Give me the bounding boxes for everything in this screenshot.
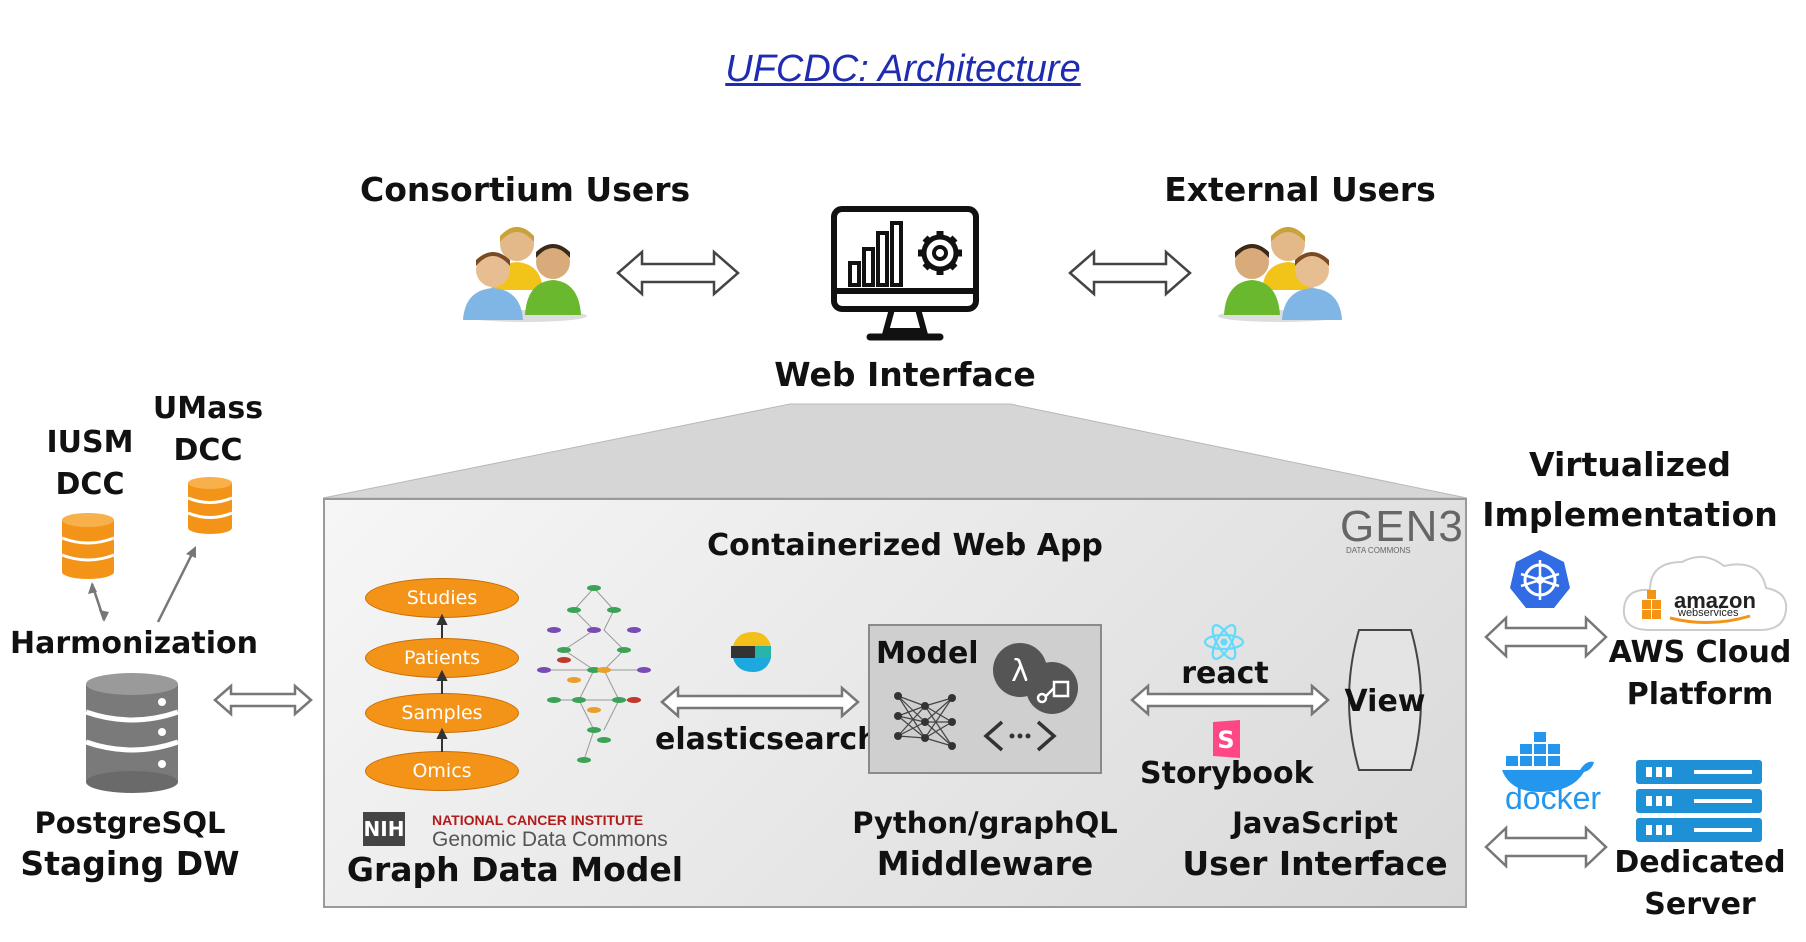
amazon-text: amazon — [1674, 588, 1756, 613]
panel-title: Containerized Web App — [707, 528, 1103, 563]
virtualized-server-arrow — [1484, 825, 1608, 869]
web-interface-label: Web Interface — [774, 355, 1036, 394]
aws-line2: Platform — [1626, 677, 1774, 712]
view-label: View — [1344, 684, 1426, 719]
aws-line1: AWS Cloud — [1608, 635, 1792, 670]
elasticsearch-label: elasticsearch — [655, 722, 879, 757]
elasticsearch-icon — [731, 632, 771, 672]
umass-dcc-label: UMass DCC — [148, 388, 268, 472]
svg-text:λ: λ — [1011, 654, 1029, 689]
lambda-step-icon: λ — [993, 643, 1078, 714]
postgres-label: PostgreSQL Staging DW — [10, 806, 250, 883]
aws-label: AWS Cloud Platform — [1600, 632, 1800, 716]
svg-text:S: S — [1217, 726, 1234, 754]
gen3-logo-text: GEN3 — [1340, 502, 1464, 551]
node-studies: Studies — [365, 578, 519, 618]
virtualized-label: Virtualized Implementation — [1480, 440, 1780, 540]
consortium-users-label: Consortium Users — [360, 170, 691, 209]
external-users-icon — [1218, 227, 1342, 322]
node-omics: Omics — [365, 751, 519, 791]
neural-network-icon — [894, 692, 956, 750]
iusm-dcc-label: IUSM DCC — [30, 422, 150, 506]
iusm-line1: IUSM — [46, 425, 134, 460]
docker-text: docker — [1504, 780, 1602, 816]
code-brackets-icon — [983, 720, 1057, 752]
umass-database-icon — [187, 477, 233, 534]
view-shape — [1348, 629, 1422, 771]
consortium-users-icon — [463, 227, 587, 322]
virtualized-aws-arrow — [1484, 615, 1608, 659]
middleware-line1: Python/graphQL — [852, 806, 1118, 840]
node-samples: Samples — [365, 693, 519, 733]
storybook-icon: S — [1213, 720, 1240, 758]
dcc-connectors — [88, 546, 196, 623]
monitor-icon — [831, 206, 979, 341]
webservices-text: webservices — [1678, 607, 1739, 619]
external-users-label: External Users — [1164, 170, 1436, 209]
consortium-web-arrow — [616, 249, 740, 297]
elasticsearch-model-arrow — [660, 685, 860, 719]
gen3-logo: GEN3 DATA COMMONS — [1340, 502, 1464, 555]
server-rack-icon — [1636, 760, 1762, 842]
nci-line2: Genomic Data Commons — [432, 828, 668, 851]
iusm-database-icon — [61, 513, 115, 579]
gen3-logo-subtext: DATA COMMONS — [1346, 546, 1411, 555]
diagram-title: UFCDC: Architecture — [725, 48, 1081, 90]
server-line1: Dedicated — [1614, 845, 1786, 880]
middleware-line2: Middleware — [876, 844, 1094, 883]
harmonization-label: Harmonization — [10, 626, 258, 661]
umass-line1: UMass — [152, 391, 264, 426]
staging-panel-arrow — [213, 683, 313, 717]
node-patients: Patients — [365, 638, 519, 678]
model-view-arrow — [1130, 683, 1330, 717]
nih-badge: NIH — [363, 812, 405, 846]
middleware-label: Python/graphQL Middleware — [845, 806, 1125, 883]
postgres-line1: PostgreSQL — [34, 806, 226, 840]
graph-data-model-label: Graph Data Model — [346, 850, 684, 889]
ui-line1: JavaScript — [1232, 806, 1398, 840]
postgres-line2: Staging DW — [20, 844, 240, 883]
graph-node-arrows — [436, 613, 448, 752]
kubernetes-icon — [1510, 550, 1570, 608]
gdc-graph-diagram — [537, 585, 651, 763]
virtualized-line1: Virtualized — [1529, 445, 1731, 484]
ui-line2: User Interface — [1182, 844, 1448, 883]
umass-line2: DCC — [173, 433, 243, 468]
storybook-label: Storybook — [1140, 756, 1314, 791]
nci-line1: NATIONAL CANCER INSTITUTE — [432, 812, 644, 828]
react-label: react — [1181, 656, 1269, 691]
iusm-line2: DCC — [55, 467, 125, 502]
virtualized-line2: Implementation — [1482, 495, 1778, 534]
postgres-database-icon — [85, 673, 179, 793]
user-interface-label: JavaScript User Interface — [1180, 806, 1450, 883]
server-line2: Server — [1644, 887, 1756, 922]
web-external-arrow — [1068, 249, 1192, 297]
model-label: Model — [876, 636, 979, 671]
aws-cloud-icon — [1622, 555, 1788, 631]
react-icon — [1203, 624, 1245, 660]
docker-whale-icon — [1502, 732, 1594, 792]
server-label: Dedicated Server — [1600, 842, 1800, 926]
